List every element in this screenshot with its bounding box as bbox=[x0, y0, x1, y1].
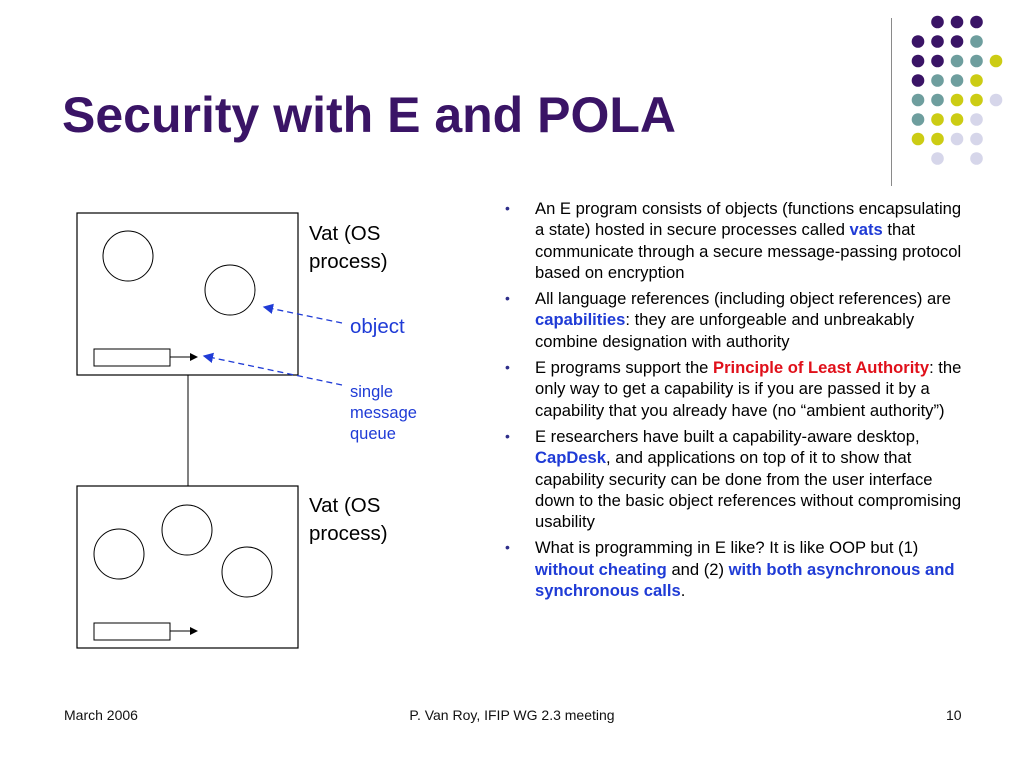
decorative-dot bbox=[989, 54, 1003, 68]
bullet-text: : the only way to get a capability is if… bbox=[535, 358, 962, 420]
decorative-dot bbox=[950, 132, 964, 146]
decorative-dot bbox=[989, 93, 1003, 107]
vat-label-bottom: Vat (OS process) bbox=[309, 494, 388, 545]
message-queue-box bbox=[93, 622, 171, 641]
highlighted-term: vats bbox=[849, 220, 883, 240]
bullet-text: and (2) bbox=[666, 559, 729, 579]
bullet-text: E researchers have built a capability-aw… bbox=[535, 426, 920, 446]
decorative-dot bbox=[931, 15, 944, 29]
decorative-dot bbox=[931, 93, 944, 107]
bullet-item: All language references (including objec… bbox=[497, 288, 965, 352]
object-circle bbox=[93, 528, 145, 580]
decorative-dot bbox=[970, 15, 983, 29]
bullet-text: An E program consists of objects (functi… bbox=[535, 199, 962, 240]
decorative-dot bbox=[911, 132, 925, 146]
decorative-dot bbox=[950, 74, 964, 87]
footer-date: March 2006 bbox=[64, 707, 138, 723]
queue-label: single message queue bbox=[350, 383, 422, 443]
bullet-item: E researchers have built a capability-aw… bbox=[497, 426, 965, 532]
decorative-dot bbox=[911, 35, 925, 48]
decorative-dot bbox=[970, 93, 983, 107]
object-circle bbox=[204, 264, 256, 316]
bullet-list: An E program consists of objects (functi… bbox=[497, 198, 965, 606]
queue-pointer-arrow bbox=[202, 352, 343, 386]
vat-label-top: Vat (OS process) bbox=[309, 222, 388, 273]
page-number: 10 bbox=[946, 707, 962, 723]
object-pointer-arrow bbox=[262, 303, 343, 324]
bullet-text: E programs support the bbox=[535, 358, 714, 378]
decorative-dot bbox=[931, 74, 944, 87]
decorative-dot bbox=[970, 132, 983, 146]
highlighted-term: with both asynchronous and synchronous c… bbox=[535, 559, 955, 601]
decorative-dot bbox=[931, 113, 944, 126]
title-divider-line bbox=[891, 18, 892, 186]
decorative-dot bbox=[911, 74, 925, 87]
slide-title: Security with E and POLA bbox=[62, 87, 676, 143]
decorative-dot bbox=[911, 113, 925, 126]
decorative-dot bbox=[950, 54, 964, 68]
object-circle bbox=[221, 546, 273, 598]
object-label: object bbox=[350, 315, 405, 338]
highlighted-term: CapDesk bbox=[535, 448, 607, 468]
decorative-dot bbox=[931, 152, 944, 165]
highlighted-term: Principle of Least Authority bbox=[713, 358, 930, 378]
message-queue-box bbox=[93, 348, 171, 367]
decorative-dot bbox=[950, 15, 964, 29]
decorative-dot bbox=[950, 113, 964, 126]
decorative-dot bbox=[931, 35, 944, 48]
bullet-text: All language references (including objec… bbox=[535, 289, 952, 309]
highlighted-term: without cheating bbox=[535, 559, 667, 579]
decorative-dot bbox=[970, 113, 983, 126]
decorative-dot bbox=[911, 93, 925, 107]
bullet-text: : they are unforgeable and unbreakably c… bbox=[535, 310, 915, 351]
decorative-dot-grid bbox=[911, 15, 1003, 165]
decorative-dot bbox=[970, 152, 983, 165]
bullet-item: What is programming in E like? It is lik… bbox=[497, 537, 965, 601]
bullet-item: An E program consists of objects (functi… bbox=[497, 198, 965, 283]
decorative-dot bbox=[911, 54, 925, 68]
bullet-text: What is programming in E like? It is lik… bbox=[535, 538, 919, 558]
object-circle bbox=[102, 230, 154, 282]
decorative-dot bbox=[970, 35, 983, 48]
bullet-item: E programs support the Principle of Leas… bbox=[497, 357, 965, 421]
highlighted-term: capabilities bbox=[535, 310, 626, 330]
decorative-dot bbox=[950, 93, 964, 107]
bullet-text: . bbox=[680, 581, 686, 601]
bullet-text: , and applications on top of it to show … bbox=[535, 448, 962, 532]
decorative-dot bbox=[931, 54, 944, 68]
vat-diagram: Vat (OS process) object single message q… bbox=[76, 212, 422, 649]
decorative-dot bbox=[950, 35, 964, 48]
bullet-text: that communicate through a secure messag… bbox=[535, 220, 962, 282]
object-circle bbox=[161, 504, 213, 556]
decorative-dot bbox=[970, 54, 983, 68]
decorative-dot bbox=[931, 132, 944, 146]
footer-presenter: P. Van Roy, IFIP WG 2.3 meeting bbox=[409, 707, 615, 723]
decorative-dot bbox=[970, 74, 983, 87]
